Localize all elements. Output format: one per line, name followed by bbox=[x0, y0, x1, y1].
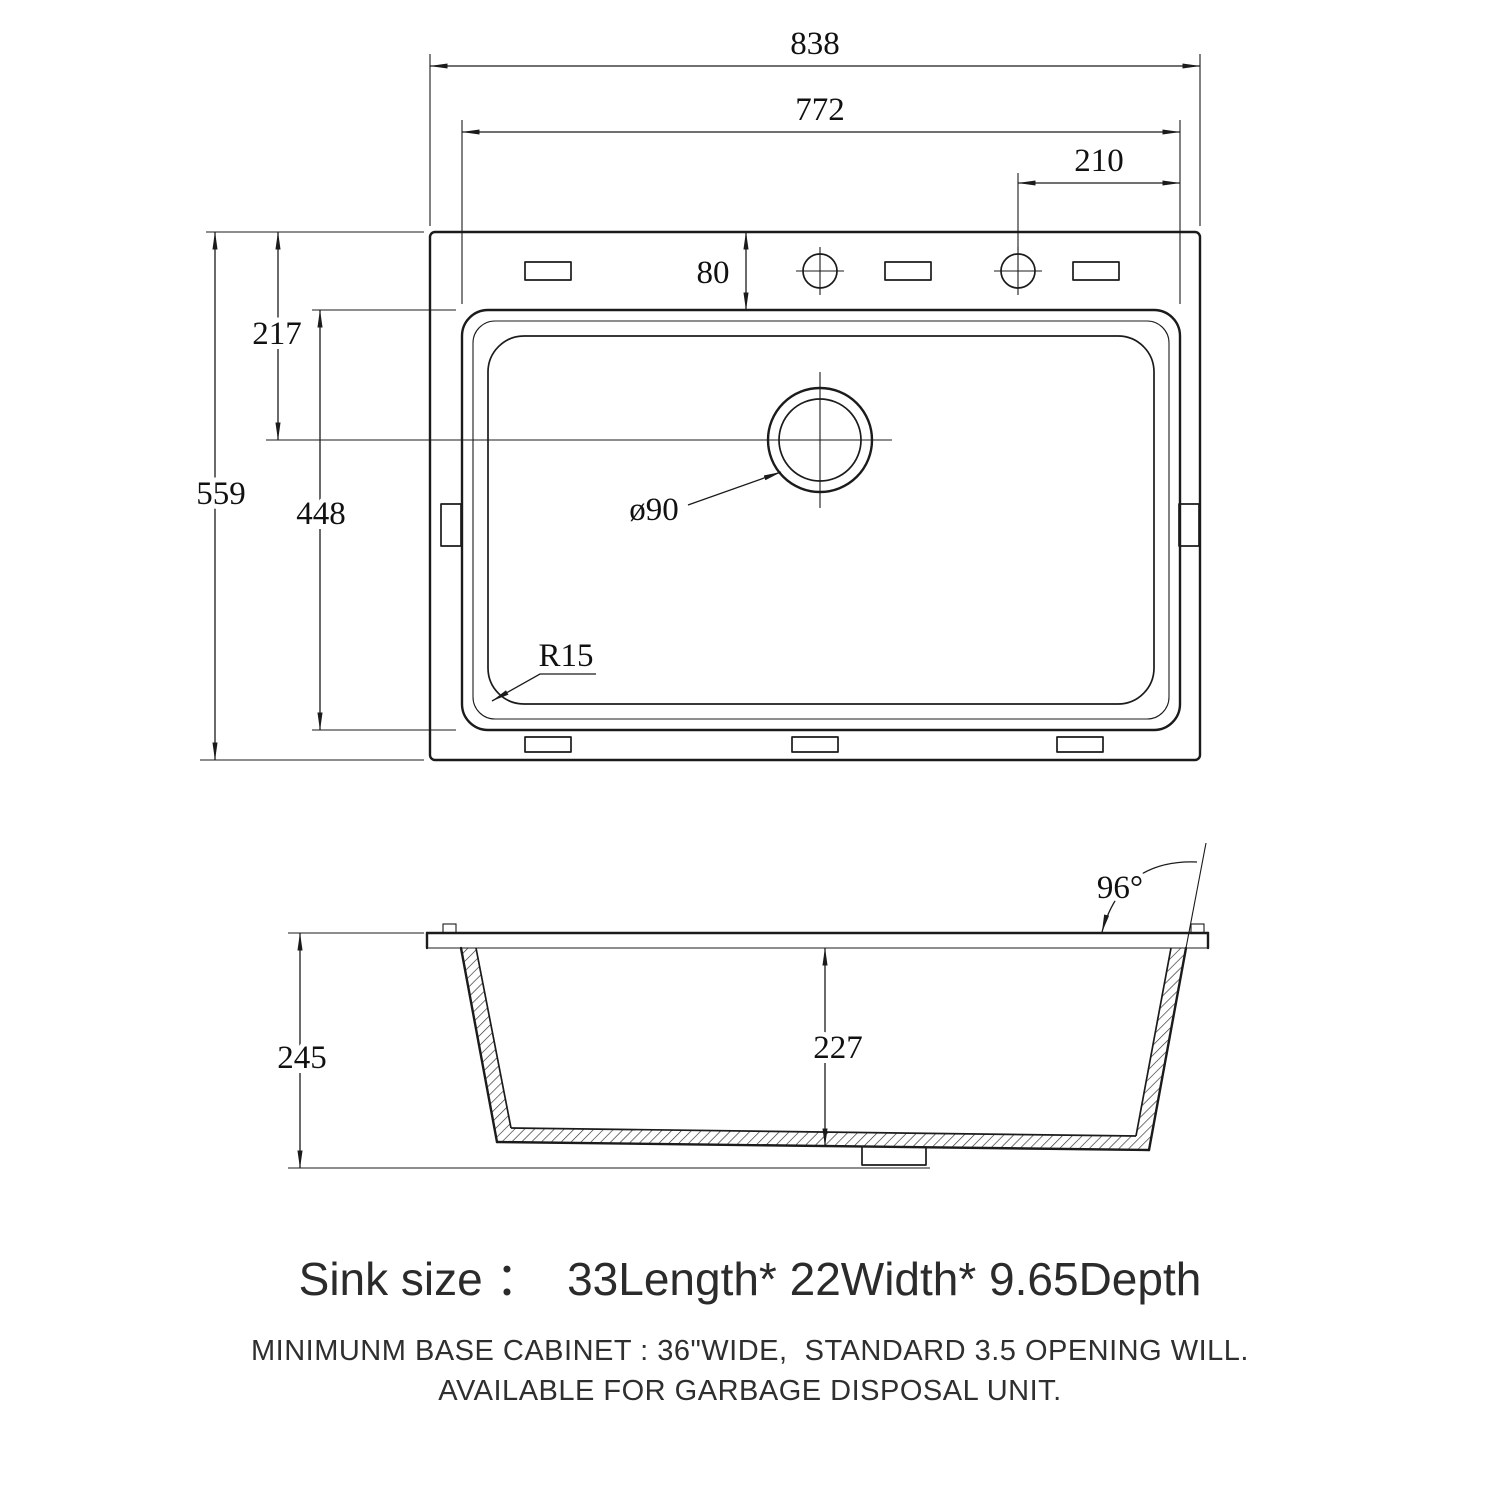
dim-drain-diameter: ø90 bbox=[629, 492, 679, 528]
leader-corner-radius bbox=[491, 673, 596, 702]
wall-right-inner bbox=[1135, 947, 1172, 1137]
leader-drain-diameter bbox=[687, 471, 782, 506]
dim-80: 80 bbox=[697, 255, 730, 291]
mount-clip-left bbox=[440, 503, 462, 547]
deck-slot-3 bbox=[1072, 261, 1120, 281]
angle-arc bbox=[1101, 861, 1198, 933]
deck-slot-2 bbox=[884, 261, 932, 281]
side-view: 96° 245 227 bbox=[272, 842, 1210, 1169]
wall-left-outer bbox=[459, 946, 499, 1144]
bowl-floor-edge bbox=[487, 335, 1155, 705]
wall-left-inner bbox=[475, 947, 512, 1129]
bottom-slot-1 bbox=[524, 736, 572, 753]
dim-448: 448 bbox=[296, 496, 346, 532]
dim-210: 210 bbox=[1074, 143, 1124, 179]
caption-block: Sink size ： 33Length* 22Width* 9.65Depth… bbox=[251, 1253, 1249, 1407]
bowl-rim-outer bbox=[460, 308, 1182, 732]
dim-838: 838 bbox=[790, 26, 840, 62]
sink-size-caption: Sink size ： 33Length* 22Width* 9.65Depth bbox=[299, 1253, 1202, 1305]
mount-clip-right bbox=[1178, 503, 1200, 547]
dim-217: 217 bbox=[252, 316, 302, 352]
drain-fitting-section bbox=[861, 1146, 927, 1166]
bottom-slot-2 bbox=[791, 736, 839, 753]
dim-772: 772 bbox=[795, 92, 845, 128]
sink-outer-edge bbox=[428, 230, 1202, 762]
bowl-rim-inner bbox=[472, 320, 1170, 720]
hatch-right-wall bbox=[1136, 948, 1186, 1150]
dim-angle: 96° bbox=[1097, 870, 1143, 906]
dim-227: 227 bbox=[813, 1030, 863, 1066]
cabinet-note-line2: AVAILABLE FOR GARBAGE DISPOSAL UNIT. bbox=[438, 1375, 1061, 1407]
hatch-left-wall bbox=[461, 948, 511, 1142]
dim-245: 245 bbox=[277, 1040, 327, 1076]
cabinet-note-line1: MINIMUNM BASE CABINET : 36"WIDE, STANDAR… bbox=[251, 1335, 1249, 1367]
dim-559: 559 bbox=[196, 476, 246, 512]
angle-reference-line bbox=[1185, 842, 1207, 949]
wall-right-outer bbox=[1147, 946, 1188, 1152]
clip-tab-left-section bbox=[442, 923, 457, 934]
bottom-slot-3 bbox=[1056, 736, 1104, 753]
clip-tab-right-section bbox=[1190, 923, 1205, 934]
top-view: 838 772 210 80 217 559 448 ø90 R15 bbox=[191, 26, 1202, 762]
deck-slot-1 bbox=[524, 261, 572, 281]
dim-corner-radius: R15 bbox=[538, 638, 593, 674]
